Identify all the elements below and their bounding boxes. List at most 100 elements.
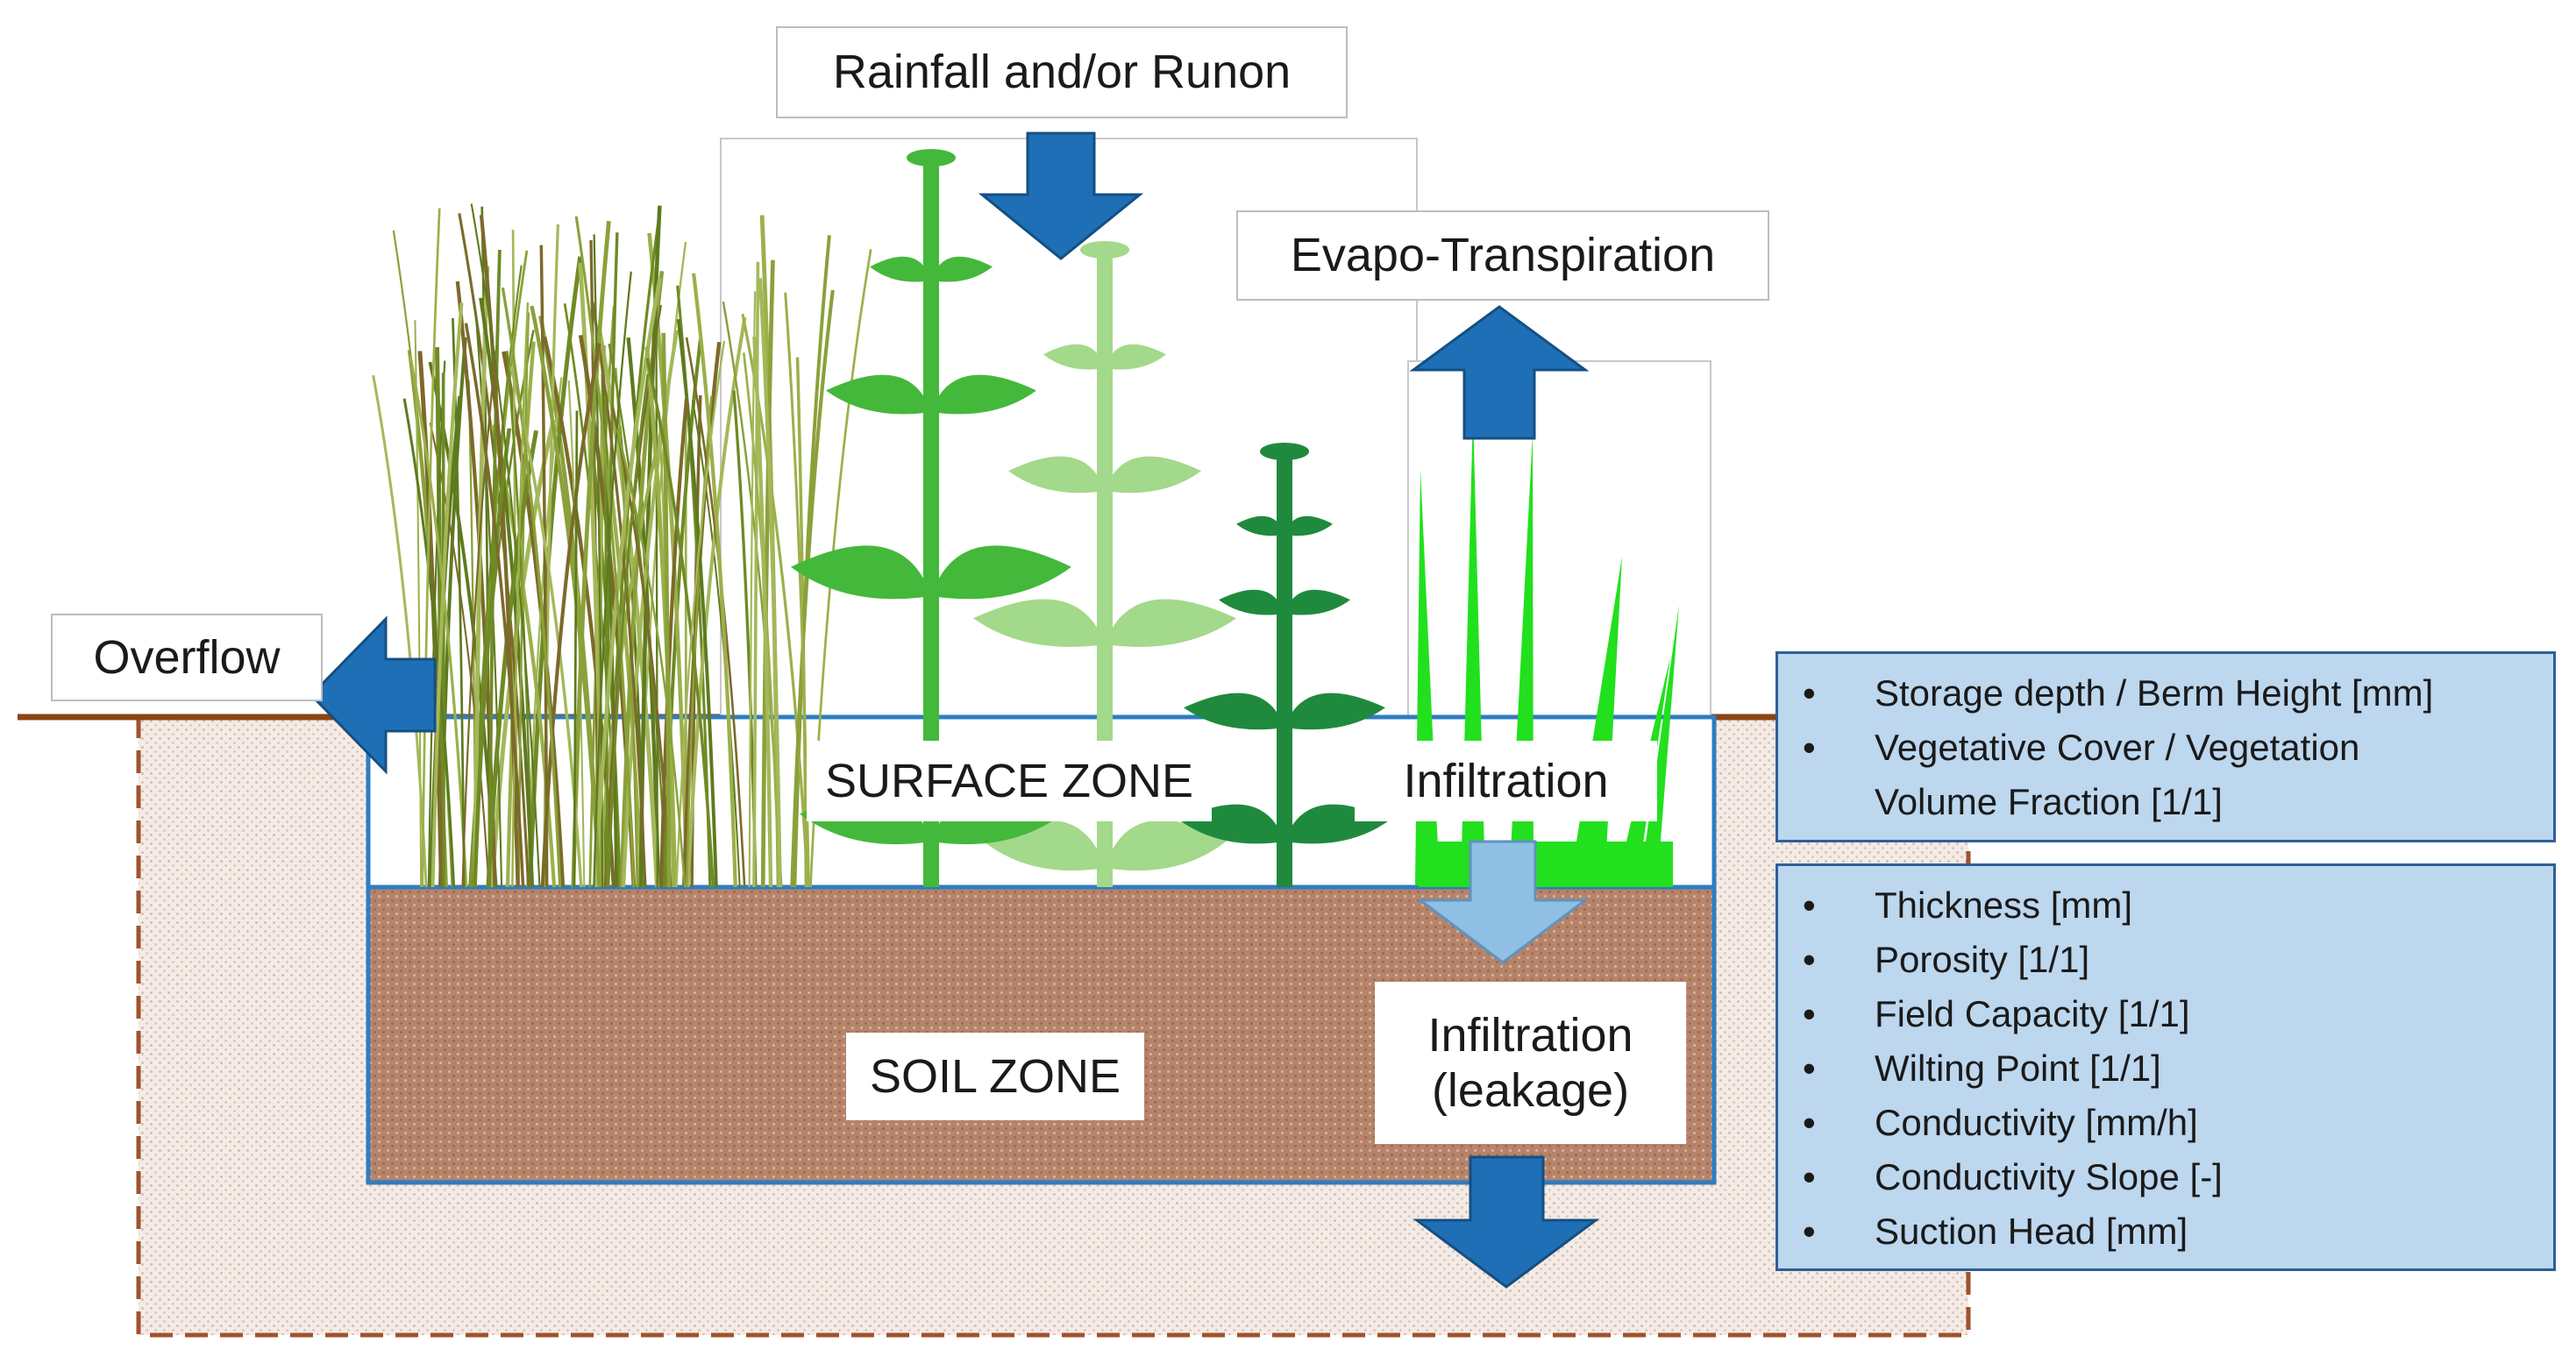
plant-leaf xyxy=(1105,820,1228,871)
grass-blade xyxy=(470,203,541,888)
soil-zone-label: SOIL ZONE xyxy=(846,1033,1144,1120)
grass-blade xyxy=(474,310,503,888)
grass-blade xyxy=(795,357,808,888)
plant-bud xyxy=(1260,443,1309,460)
surface-param-item-continued: Volume Fraction [1/1] xyxy=(1875,781,2223,822)
leafy-plant xyxy=(973,241,1236,887)
surface-param-item: Storage depth / Berm Height [mm] xyxy=(1778,666,2553,721)
plant-leaf xyxy=(1284,589,1350,615)
grass-blade xyxy=(431,302,464,888)
plant-leaf xyxy=(973,599,1105,647)
grass-blade xyxy=(461,327,500,888)
grass-blade xyxy=(501,287,562,888)
grass-blade xyxy=(573,410,579,888)
plant-bud xyxy=(907,149,956,167)
grass-blade xyxy=(571,220,611,888)
grass-blade xyxy=(784,292,810,888)
plant-leaf xyxy=(931,256,993,282)
grass-blade xyxy=(530,305,601,888)
grass-clump xyxy=(372,203,872,888)
grass-blade xyxy=(758,278,782,888)
leakage-arrow xyxy=(1413,1155,1600,1289)
grass-blade xyxy=(692,400,741,888)
grass-blade xyxy=(417,351,444,888)
plant-leaf xyxy=(1284,693,1385,730)
grass-blade xyxy=(517,312,530,888)
rainfall-arrow xyxy=(978,131,1144,260)
soil-param-item: Conductivity Slope [-] xyxy=(1778,1150,2553,1204)
grass-blade xyxy=(591,302,647,888)
plant-leaf xyxy=(1236,515,1284,536)
grass-blade xyxy=(479,297,535,888)
grass-blade xyxy=(692,273,737,888)
grass-blade xyxy=(587,419,622,888)
soil-parameters-panel: Thickness [mm] Porosity [1/1] Field Capa… xyxy=(1775,863,2556,1271)
grass-blade xyxy=(421,208,441,888)
grass-blade xyxy=(752,337,773,888)
plant-leaf xyxy=(1105,599,1236,647)
evapo-backdrop xyxy=(1407,360,1711,721)
surface-param-item: Vegetative Cover / Vegetation xyxy=(1778,721,2553,775)
plant-stem xyxy=(923,158,939,887)
soil-param-item: Suction Head [mm] xyxy=(1778,1204,2553,1259)
plant-leaf xyxy=(826,374,931,415)
evapo-transpiration-label: Evapo-Transpiration xyxy=(1236,210,1769,301)
grass-blade xyxy=(655,281,658,888)
grass-blade xyxy=(596,413,666,888)
evapo-arrow xyxy=(1409,305,1590,440)
plant-leaf xyxy=(1043,344,1105,370)
infiltration-leakage-label: Infiltration (leakage) xyxy=(1375,982,1686,1144)
plant-leaf xyxy=(791,545,931,600)
plant-leaf xyxy=(931,374,1036,415)
soil-param-item: Field Capacity [1/1] xyxy=(1778,987,2553,1041)
soil-param-item: Conductivity [mm/h] xyxy=(1778,1096,2553,1150)
overflow-label: Overflow xyxy=(51,614,323,701)
grass-blade xyxy=(686,316,747,888)
grass-blade xyxy=(644,346,678,888)
grass-blade xyxy=(427,360,446,888)
overflow-arrow xyxy=(309,615,437,775)
plant-leaf xyxy=(931,545,1071,600)
grass-blade xyxy=(473,428,512,888)
grass-blade xyxy=(661,332,672,888)
grass-blade xyxy=(402,398,456,888)
plant-leaf xyxy=(870,256,931,282)
grass-blade xyxy=(372,374,428,888)
grass-blade xyxy=(760,259,775,888)
grass-blade xyxy=(464,323,525,888)
grass-blade xyxy=(685,395,713,888)
plant-base xyxy=(1419,842,1673,887)
grass-blade xyxy=(676,318,718,888)
soil-param-item: Thickness [mm] xyxy=(1778,878,2553,933)
grass-blade xyxy=(790,289,835,888)
surface-zone-label: SURFACE ZONE xyxy=(807,741,1212,821)
grass-blade xyxy=(429,423,490,888)
soil-param-item: Porosity [1/1] xyxy=(1778,933,2553,987)
surface-parameters-panel: Storage depth / Berm Height [mm] Vegetat… xyxy=(1775,651,2556,842)
plant-leaf xyxy=(1105,456,1201,494)
grass-blade xyxy=(658,398,689,888)
infiltration-label: Infiltration xyxy=(1355,741,1657,821)
grass-blade xyxy=(540,343,601,888)
soil-param-item: Wilting Point [1/1] xyxy=(1778,1041,2553,1096)
grass-blade xyxy=(616,429,687,888)
plant-leaf xyxy=(1219,589,1284,615)
infiltration-leakage-line1: Infiltration xyxy=(1427,1009,1633,1062)
grass-blade xyxy=(593,271,632,888)
grass-blade xyxy=(441,373,445,888)
grass-blade xyxy=(611,408,672,888)
infiltration-leakage-line2: (leakage) xyxy=(1431,1063,1630,1117)
plant-bud xyxy=(1080,241,1129,259)
grass-blade xyxy=(645,358,715,888)
plant-stem xyxy=(1277,451,1292,887)
grass-blade xyxy=(607,373,650,888)
plant-leaf xyxy=(1008,456,1105,494)
rainfall-label: Rainfall and/or Runon xyxy=(776,26,1348,118)
grass-blade xyxy=(752,261,760,888)
grass-blade xyxy=(511,302,530,888)
plant-leaf xyxy=(1284,515,1333,536)
grass-blade xyxy=(675,340,726,888)
plant-leaf xyxy=(1184,693,1284,730)
infiltration-arrow xyxy=(1416,840,1590,964)
